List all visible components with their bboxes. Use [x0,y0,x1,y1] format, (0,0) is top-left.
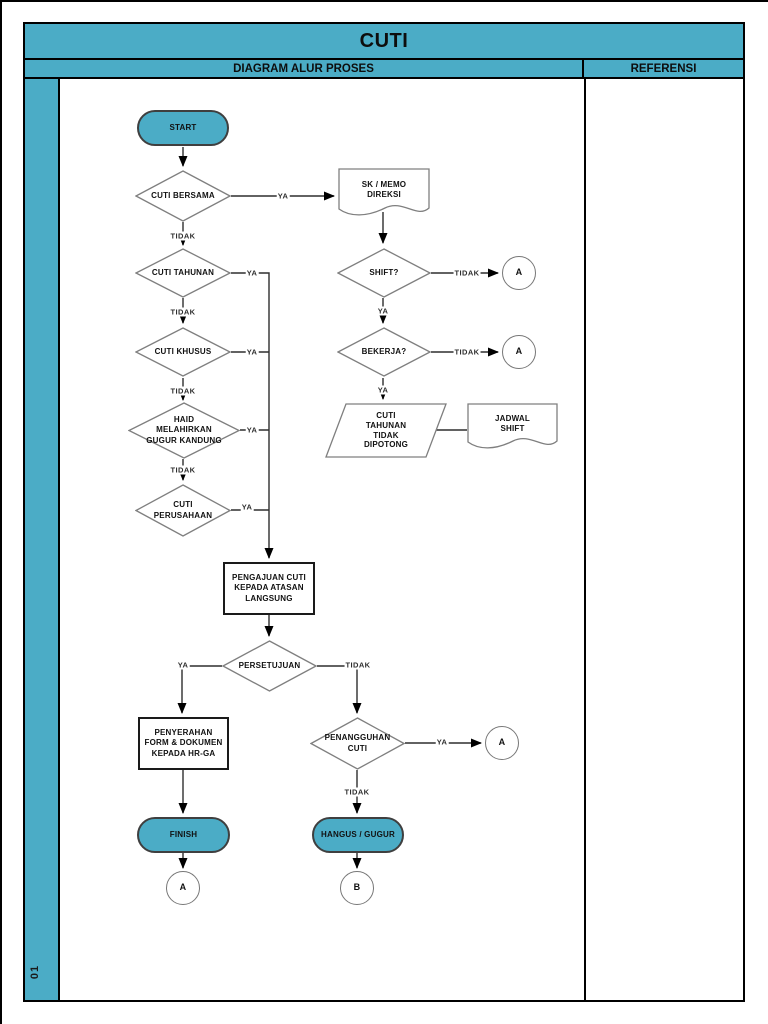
content-row: 01 [25,79,743,1000]
column-divider [584,79,586,1000]
document-table: CUTI DIAGRAM ALUR PROSES REFERENSI 01 [23,22,745,1002]
title-bar: CUTI [25,24,743,60]
column-header-referensi: REFERENSI [630,62,697,75]
column-header-diagram: DIAGRAM ALUR PROSES [25,60,584,77]
page-number: 01 [29,964,42,980]
column-header-row: DIAGRAM ALUR PROSES REFERENSI [25,60,743,79]
page-number-strip: 01 [25,79,60,1000]
page-title: CUTI [359,29,409,52]
